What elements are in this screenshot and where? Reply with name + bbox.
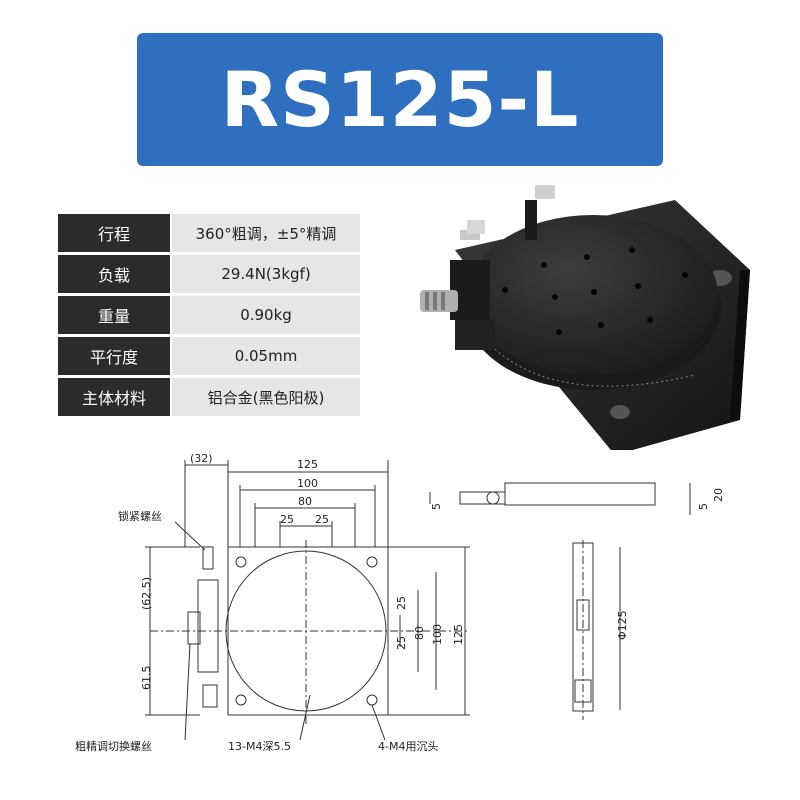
spec-table: 行程 360°粗调，±5°精调 负载 29.4N(3kgf) 重量 0.90kg… (58, 214, 360, 419)
dim-25a-right: 25 (395, 596, 408, 610)
spec-value: 0.90kg (172, 296, 360, 334)
dim-625: (62.5) (140, 577, 153, 610)
spec-label: 负载 (58, 255, 170, 293)
dim-80-top: 80 (298, 495, 312, 508)
dim-20: 20 (712, 488, 725, 502)
dim-615: 61.5 (140, 666, 153, 691)
callout-switch-screw: 粗精调切换螺丝 (75, 739, 152, 753)
dim-125-top: 125 (297, 458, 318, 471)
spec-label: 平行度 (58, 337, 170, 375)
dim-80-right: 80 (413, 626, 426, 640)
spec-value: 0.05mm (172, 337, 360, 375)
spec-label: 主体材料 (58, 378, 170, 416)
title-banner: RS125-L (137, 33, 663, 166)
spec-row: 重量 0.90kg (58, 296, 360, 334)
dim-5-left: 5 (430, 503, 443, 510)
dim-32: (32) (190, 452, 213, 465)
spec-value: 360°粗调，±5°精调 (172, 214, 360, 252)
callout-lock-screw: 锁紧螺丝 (118, 509, 162, 523)
dim-25b-right: 25 (395, 636, 408, 650)
dim-100-top: 100 (297, 477, 318, 490)
dim-25b-top: 25 (315, 513, 329, 526)
top-view-body (227, 546, 389, 716)
spec-row: 行程 360°粗调，±5°精调 (58, 214, 360, 252)
spec-value: 29.4N(3kgf) (172, 255, 360, 293)
callout-m4-depth: 13-M4深5.5 (228, 740, 291, 753)
spec-row: 主体材料 铝合金(黑色阳极) (58, 378, 360, 416)
spec-row: 负载 29.4N(3kgf) (58, 255, 360, 293)
dim-25a-top: 25 (280, 513, 294, 526)
spec-value: 铝合金(黑色阳极) (172, 378, 360, 416)
product-photo (420, 185, 750, 450)
product-title: RS125-L (220, 55, 580, 144)
dim-125-right: 125 (452, 624, 465, 645)
dim-100-right: 100 (431, 624, 444, 645)
dim-5-right: 5 (697, 503, 710, 510)
spec-label: 行程 (58, 214, 170, 252)
spec-label: 重量 (58, 296, 170, 334)
dim-phi125: Φ125 (616, 610, 629, 640)
callout-m4-counterbore: 4-M4用沉头 (378, 740, 438, 753)
spec-row: 平行度 0.05mm (58, 337, 360, 375)
technical-drawing: (32) 125 100 80 25 25 (62.5) 61.5 25 25 … (75, 452, 725, 753)
